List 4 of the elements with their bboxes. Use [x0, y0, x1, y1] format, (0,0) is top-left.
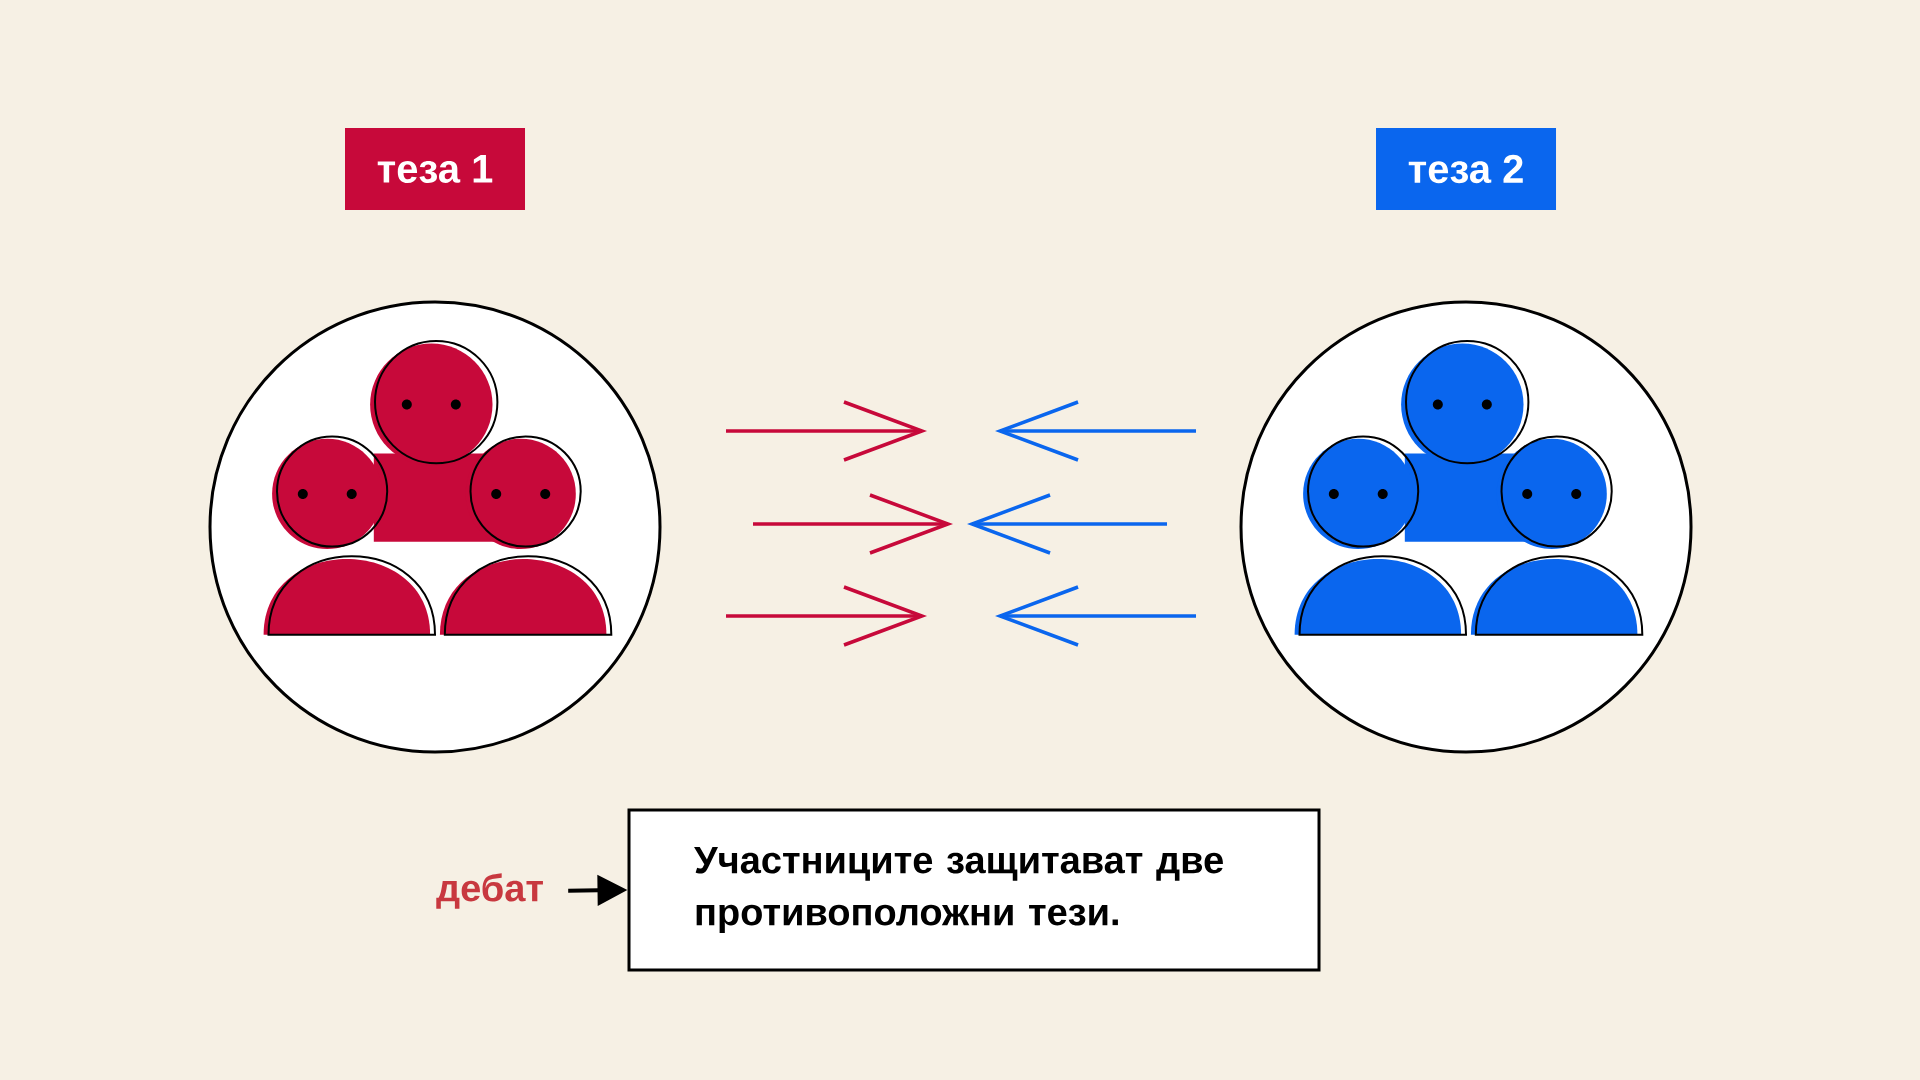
definition-box: Участниците защитават две противоположни тези. [627, 808, 1321, 972]
term-label: дебат [436, 873, 543, 909]
thesis-label: теза 1 [345, 128, 525, 210]
thesis-label: теза 2 [1376, 128, 1556, 210]
